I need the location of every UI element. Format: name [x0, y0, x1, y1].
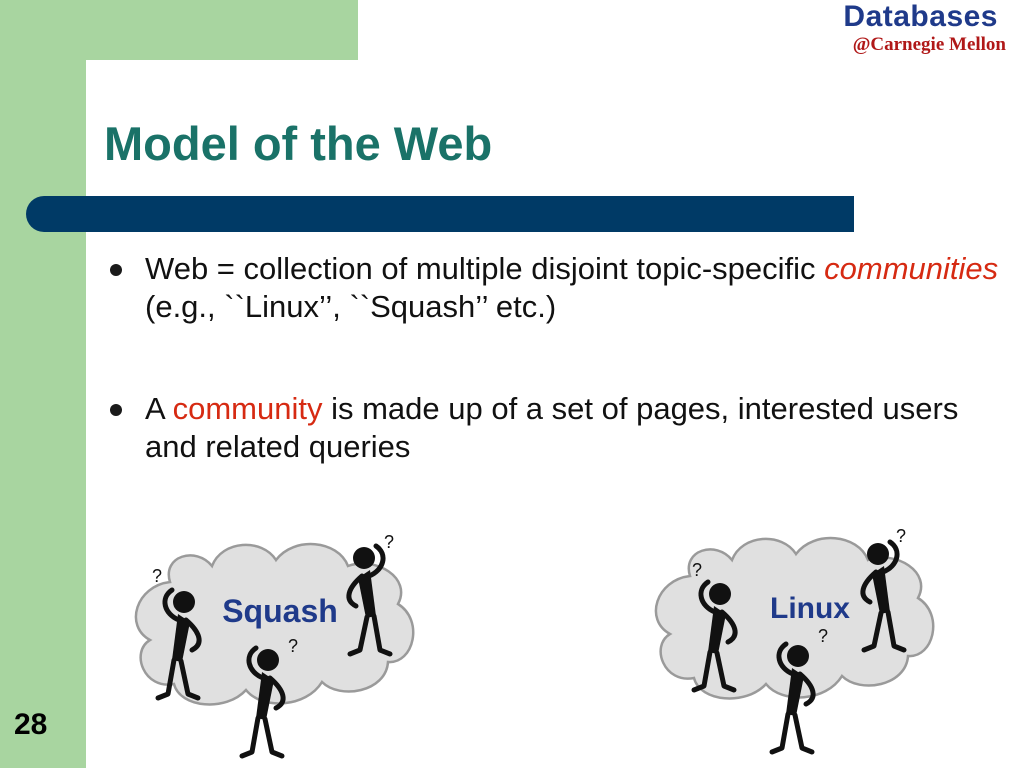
bullet-text: is made up of a set of pages, interested…: [145, 391, 959, 464]
bullet-accent-text: community: [172, 391, 323, 426]
linux-label: Linux: [770, 592, 850, 625]
page-number: 28: [14, 708, 48, 741]
question-mark: ?: [288, 636, 298, 656]
bullet-text: Web = collection of multiple disjoint to…: [145, 251, 825, 286]
brand-subtitle: @Carnegie Mellon: [852, 34, 1006, 55]
brand-title: Databases: [843, 0, 998, 33]
bullet-item: A community is made up of a set of pages…: [108, 390, 1018, 466]
question-mark: ?: [384, 532, 394, 552]
title-underline-bar: [26, 196, 854, 232]
bullet-list: Web = collection of multiple disjoint to…: [108, 250, 1018, 466]
question-mark: ?: [692, 560, 702, 580]
question-mark: ?: [152, 566, 162, 586]
slide-title: Model of the Web: [104, 117, 493, 170]
linux-cloud: [654, 536, 935, 700]
bullet-text: A: [145, 391, 173, 426]
question-mark: ?: [818, 626, 828, 646]
question-mark: ?: [896, 526, 906, 546]
squash-label: Squash: [222, 593, 338, 629]
squash-community: Squash ? ? ?: [134, 532, 415, 756]
squash-cloud: [134, 542, 415, 706]
linux-community: Linux ? ? ?: [654, 526, 935, 752]
top-left-background: [0, 0, 358, 60]
bullet-item: Web = collection of multiple disjoint to…: [108, 250, 1018, 326]
sidebar-background: [0, 0, 86, 768]
bullet-accent-text: communities: [824, 251, 999, 286]
bullet-text: (e.g., ``Linux’’, ``Squash’’ etc.): [145, 289, 557, 324]
bullet-dot-icon: [110, 404, 122, 416]
bullet-dot-icon: [110, 264, 122, 276]
